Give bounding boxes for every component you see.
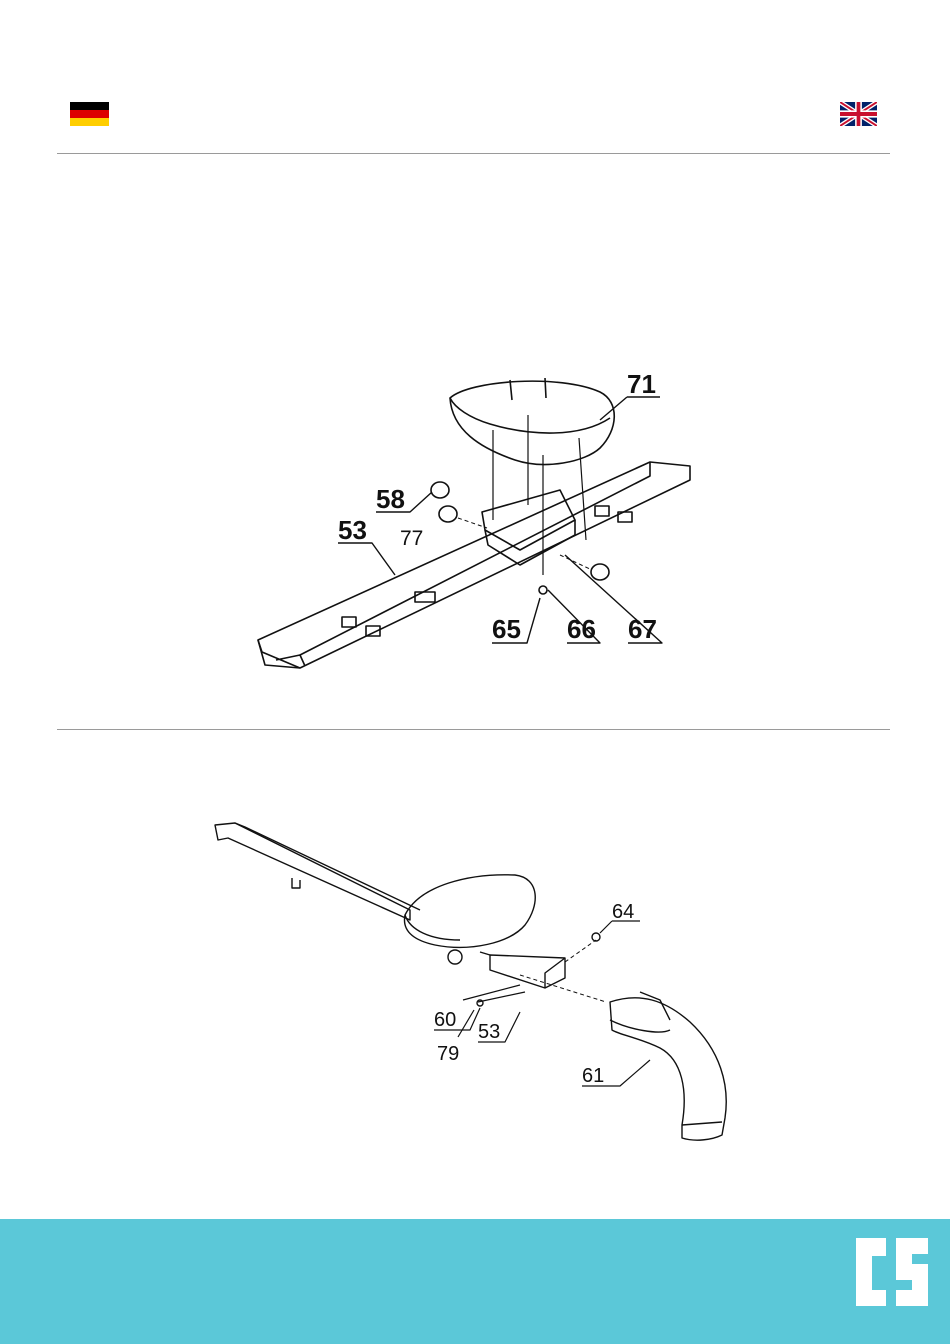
label-67: 67 [628, 614, 657, 644]
label-64: 64 [612, 901, 634, 923]
label-77: 77 [400, 527, 423, 550]
front-leg-assembly-diagram: 64 60 53 79 61 [0, 730, 950, 1170]
label-65: 65 [492, 614, 521, 644]
label-66: 66 [567, 614, 596, 644]
rail-part [258, 462, 690, 668]
label-61: 61 [582, 1065, 604, 1087]
label-53: 53 [338, 515, 367, 545]
label-58: 58 [376, 484, 405, 514]
label-71: 71 [627, 369, 656, 399]
seat-assembly-diagram: 71 58 53 77 65 66 67 [0, 0, 950, 720]
label-79: 79 [437, 1043, 459, 1065]
cs-logo-icon [852, 1234, 932, 1310]
front-leg-part [610, 998, 726, 1140]
seat-part [450, 381, 614, 464]
footer-band [0, 1219, 950, 1344]
label-60: 60 [434, 1009, 456, 1031]
seat-part-2 [404, 875, 535, 948]
carriage-part [482, 490, 575, 550]
label-53-2: 53 [478, 1021, 500, 1043]
